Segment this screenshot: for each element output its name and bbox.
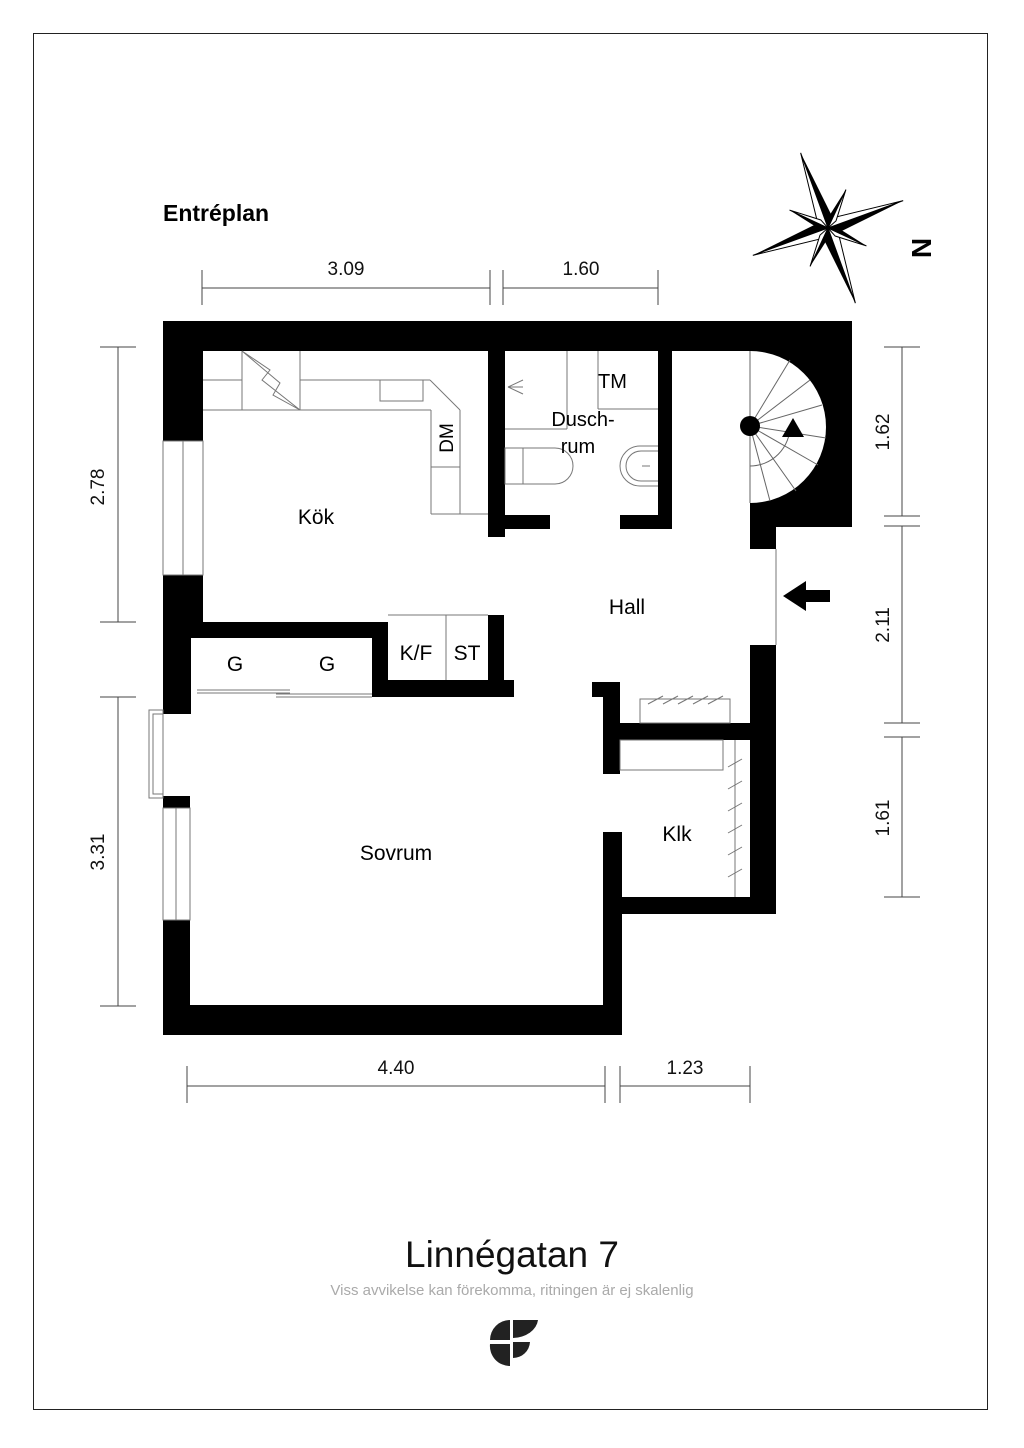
dimension-label: 2.11	[873, 607, 894, 643]
dimension-label: 1.23	[667, 1058, 704, 1079]
fridge-freezer-label: K/F	[400, 642, 433, 665]
stair-pole-icon	[740, 416, 760, 436]
page-frame	[33, 33, 988, 1410]
dimension-label: 1.60	[563, 259, 600, 280]
dishwasher-label: DM	[437, 423, 458, 453]
kitchen-label: Kök	[298, 506, 335, 529]
wardrobe-label-1: G	[227, 653, 243, 676]
bedroom-label: Sovrum	[360, 842, 432, 865]
disclaimer-text: Viss avvikelse kan förekomma, ritningen …	[330, 1282, 694, 1299]
dimension-top	[201, 270, 659, 305]
plan-title: Entréplan	[163, 200, 270, 226]
dimension-label: 2.78	[88, 469, 109, 506]
hall-label: Hall	[609, 596, 645, 619]
dimension-label: 3.31	[88, 834, 109, 871]
dimension-bottom	[186, 1066, 751, 1103]
storage-label: ST	[454, 642, 481, 665]
sf-logo-icon	[489, 1320, 538, 1367]
washer-label: TM	[598, 371, 627, 393]
closet-shelves	[619, 695, 743, 897]
dimension-label: 3.09	[328, 259, 365, 280]
bathroom-fixtures	[504, 351, 658, 487]
north-label: N	[906, 238, 937, 258]
dimension-label: 1.62	[873, 414, 894, 451]
bedroom-window	[148, 709, 191, 921]
dimension-label: 4.40	[378, 1058, 415, 1079]
closet-label: Klk	[662, 823, 692, 846]
dimension-right	[884, 346, 920, 898]
spiral-staircase	[671, 351, 830, 549]
shower-room-label-line1: Dusch-	[551, 409, 614, 431]
shower-room-label-line2: rum	[561, 436, 595, 458]
address-title: Linnégatan 7	[405, 1234, 619, 1275]
kitchen-counter	[203, 350, 488, 515]
stair-direction-arrow-icon	[782, 418, 804, 437]
entrance-arrow-icon	[783, 581, 830, 611]
wardrobe-label-2: G	[319, 653, 335, 676]
dimension-left	[100, 346, 136, 1007]
kitchen-window	[162, 440, 204, 576]
compass-rose-icon	[752, 152, 904, 304]
dimension-label: 1.61	[873, 800, 894, 837]
wardrobe-fixtures	[197, 614, 488, 698]
